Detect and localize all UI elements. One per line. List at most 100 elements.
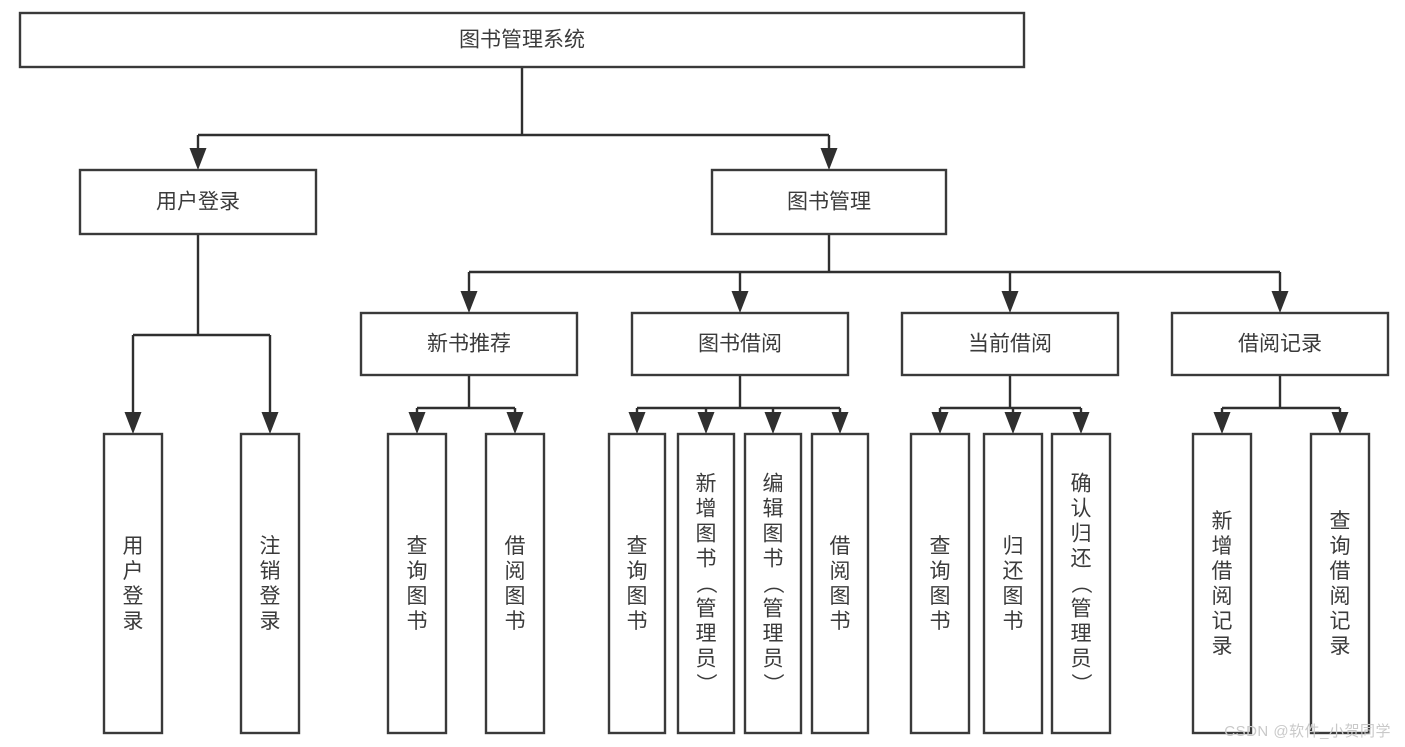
node-label-char: 书 (830, 610, 851, 633)
node-label-char: 借 (1212, 560, 1233, 583)
node-book-borrow[interactable]: 图书借阅 (630, 311, 850, 377)
node-label-char: 记 (1330, 610, 1351, 633)
node-label-char: 用 (123, 535, 144, 558)
node-new-book-rec[interactable]: 新书推荐 (359, 311, 579, 377)
node-label-char: 查 (627, 535, 648, 558)
node-label-char: 图 (505, 585, 526, 608)
node-label: 借阅记录 (1238, 333, 1322, 356)
node-label-char: 销 (260, 560, 281, 583)
node-box (743, 432, 803, 735)
node-label-char: 书 (505, 610, 526, 633)
arrow-head-icon (628, 412, 646, 434)
connector-layer (124, 67, 1349, 434)
arrow-head-icon (460, 291, 478, 313)
node-label-char: 管 (1071, 598, 1092, 621)
node-label-char: 询 (1330, 535, 1351, 558)
node-label-char: 记 (1212, 610, 1233, 633)
node-box (1191, 432, 1253, 735)
node-box (1050, 432, 1112, 735)
node-label-char: 阅 (505, 560, 526, 583)
arrow-head-icon (1331, 412, 1349, 434)
arrow-head-icon (931, 412, 949, 434)
node-label-char: 书 (763, 548, 784, 571)
node-box (909, 432, 971, 735)
node-box (386, 432, 448, 735)
node-label-char: 登 (123, 585, 144, 608)
node-label-char: 归 (1071, 523, 1092, 546)
node-label-char: 理 (696, 623, 717, 646)
node-label-char: 理 (1071, 623, 1092, 646)
arrow-head-icon (697, 412, 715, 434)
node-label-char: 理 (763, 623, 784, 646)
node-label-char: 录 (260, 610, 281, 633)
node-label-char: 图 (830, 585, 851, 608)
arrow-head-icon (1072, 412, 1090, 434)
node-label-char: 还 (1071, 548, 1092, 571)
node-label-char: 新 (1212, 510, 1233, 533)
node-label-char: （ (1069, 573, 1092, 594)
arrow-head-icon (820, 148, 838, 170)
node-label-char: 阅 (830, 560, 851, 583)
node-label-char: ） (694, 673, 717, 694)
node-label-char: 管 (763, 598, 784, 621)
node-label-char: 管 (696, 598, 717, 621)
node-label-char: ） (761, 673, 784, 694)
node-box (18, 11, 1026, 69)
node-label-char: 询 (930, 560, 951, 583)
node-book-manage[interactable]: 图书管理 (710, 168, 948, 236)
arrow-head-icon (261, 412, 279, 434)
node-label-char: 图 (930, 585, 951, 608)
node-label: 图书管理系统 (459, 29, 585, 52)
node-box (630, 311, 850, 377)
node-label-char: 查 (930, 535, 951, 558)
node-box (982, 432, 1044, 735)
node-label-char: 户 (123, 560, 144, 583)
node-user-login[interactable]: 用户登录 (78, 168, 318, 236)
node-borrow-record[interactable]: 借阅记录 (1170, 311, 1390, 377)
node-label-char: 查 (1330, 510, 1351, 533)
node-label-char: 图 (763, 523, 784, 546)
node-label: 图书借阅 (698, 333, 782, 356)
node-box (676, 432, 736, 735)
node-label-char: （ (761, 573, 784, 594)
node-label: 用户登录 (156, 191, 240, 214)
node-label-char: 归 (1003, 535, 1024, 558)
node-label-char: 认 (1071, 498, 1092, 521)
arrow-head-icon (506, 412, 524, 434)
node-label-char: 新 (696, 473, 717, 496)
node-root[interactable]: 图书管理系统 (18, 11, 1026, 69)
node-leaf-user-login[interactable]: 用户登录 (102, 432, 164, 735)
node-label-char: 阅 (1330, 585, 1351, 608)
node-label: 图书管理 (787, 191, 871, 214)
node-label-char: 增 (1212, 535, 1233, 558)
node-label-char: 书 (930, 610, 951, 633)
node-label-char: 录 (123, 610, 144, 633)
node-label-char: 录 (1330, 635, 1351, 658)
node-label-char: 询 (627, 560, 648, 583)
node-label-char: 书 (627, 610, 648, 633)
arrow-head-icon (189, 148, 207, 170)
node-label-char: 图 (1003, 585, 1024, 608)
node-box (484, 432, 546, 735)
node-box (810, 432, 870, 735)
node-label-char: 注 (260, 535, 281, 558)
node-box (1170, 311, 1390, 377)
node-box (607, 432, 667, 735)
node-current-borrow[interactable]: 当前借阅 (900, 311, 1120, 377)
node-label-char: 询 (407, 560, 428, 583)
node-label-char: 查 (407, 535, 428, 558)
node-label-char: 员 (1071, 648, 1092, 671)
